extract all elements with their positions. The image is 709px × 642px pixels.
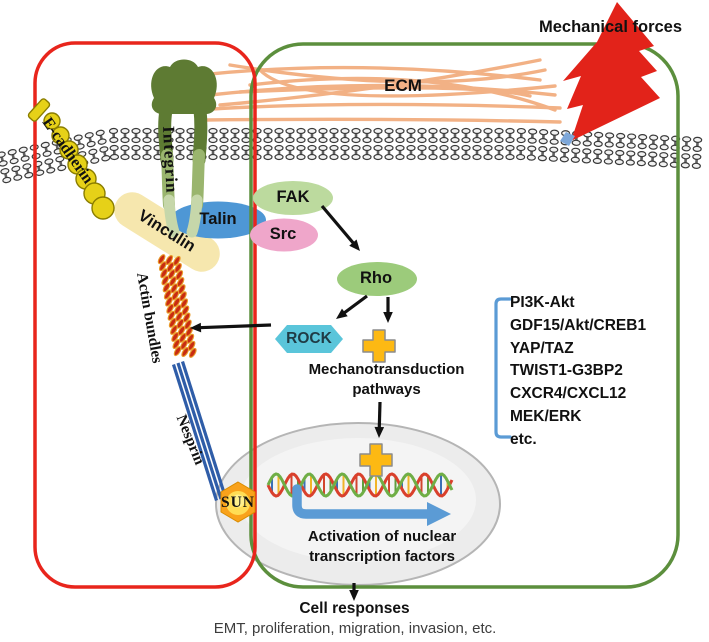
nucleus <box>215 422 501 586</box>
sun-complex <box>220 481 256 523</box>
nesprin-line <box>171 364 219 501</box>
rock-label: ROCK <box>286 330 332 347</box>
sun-label: SUN <box>220 494 255 511</box>
fak-shape <box>253 181 333 215</box>
pathway-item: MEK/ERK <box>510 407 582 425</box>
nesprin-line <box>176 362 223 500</box>
rock-hexagon <box>275 325 343 353</box>
ecm-fibers <box>193 58 562 124</box>
activation-label: Activation of nuclear transcription fact… <box>307 528 457 566</box>
integrin-head <box>151 59 217 115</box>
ecadherin-beads <box>43 112 115 220</box>
cell-border-right <box>249 42 680 589</box>
mechanotransduction-label: Mechanotransduction pathways <box>308 361 465 399</box>
pathway-list: PI3K-Akt GDF15/Akt/CREB1 YAP/TAZ TWIST1-… <box>510 292 646 452</box>
rho-label: Rho <box>359 269 393 287</box>
ecm-label: ECM <box>384 76 422 95</box>
rho-shape <box>337 262 417 296</box>
transcription-arrow-head <box>427 502 451 526</box>
dna-helix <box>266 472 454 498</box>
nesprin-filaments <box>171 361 228 501</box>
plasma-membrane <box>0 127 703 184</box>
nucleus-sheen <box>240 438 476 562</box>
integrin-leg <box>163 194 180 238</box>
talin-label: Talin <box>199 210 237 228</box>
pathway-item: CXCR4/CXCL12 <box>510 385 627 403</box>
nesprin-line <box>180 361 228 498</box>
cell-responses-label: Cell responses <box>299 600 410 617</box>
pathway-item: YAP/TAZ <box>510 339 574 357</box>
nuclear-cross-icon <box>359 443 393 477</box>
vinculin-shape <box>114 192 220 272</box>
cell-responses-detail: EMT, proliferation, migration, invasion,… <box>213 620 497 637</box>
pathway-cross-icon <box>362 329 396 363</box>
bolt-shape <box>563 2 660 141</box>
pathway-list-bracket <box>494 297 512 439</box>
cell-border-left <box>33 41 257 589</box>
pathway-item: PI3K-Akt <box>510 294 575 311</box>
pathway-item: TWIST1-G3BP2 <box>510 362 623 380</box>
mechanical-forces-label: Mechanical forces <box>538 18 683 36</box>
sun-core <box>231 494 245 508</box>
pathway-item: etc. <box>510 430 537 448</box>
pathway-item: GDF15/Akt/CREB1 <box>510 316 647 334</box>
integrin-receptor <box>151 59 217 238</box>
ecadherin-rod <box>27 98 51 122</box>
fak-label: FAK <box>276 188 310 206</box>
flow-arrows <box>190 204 393 601</box>
src-label: Src <box>269 225 297 243</box>
src-shape <box>250 218 318 252</box>
integrin-leg <box>186 194 203 238</box>
transcription-arrow-shaft <box>292 484 432 519</box>
mechanical-force-bolt-icon <box>560 2 660 146</box>
bolt-tip <box>560 132 575 146</box>
actin-bundles-shape <box>157 254 197 358</box>
